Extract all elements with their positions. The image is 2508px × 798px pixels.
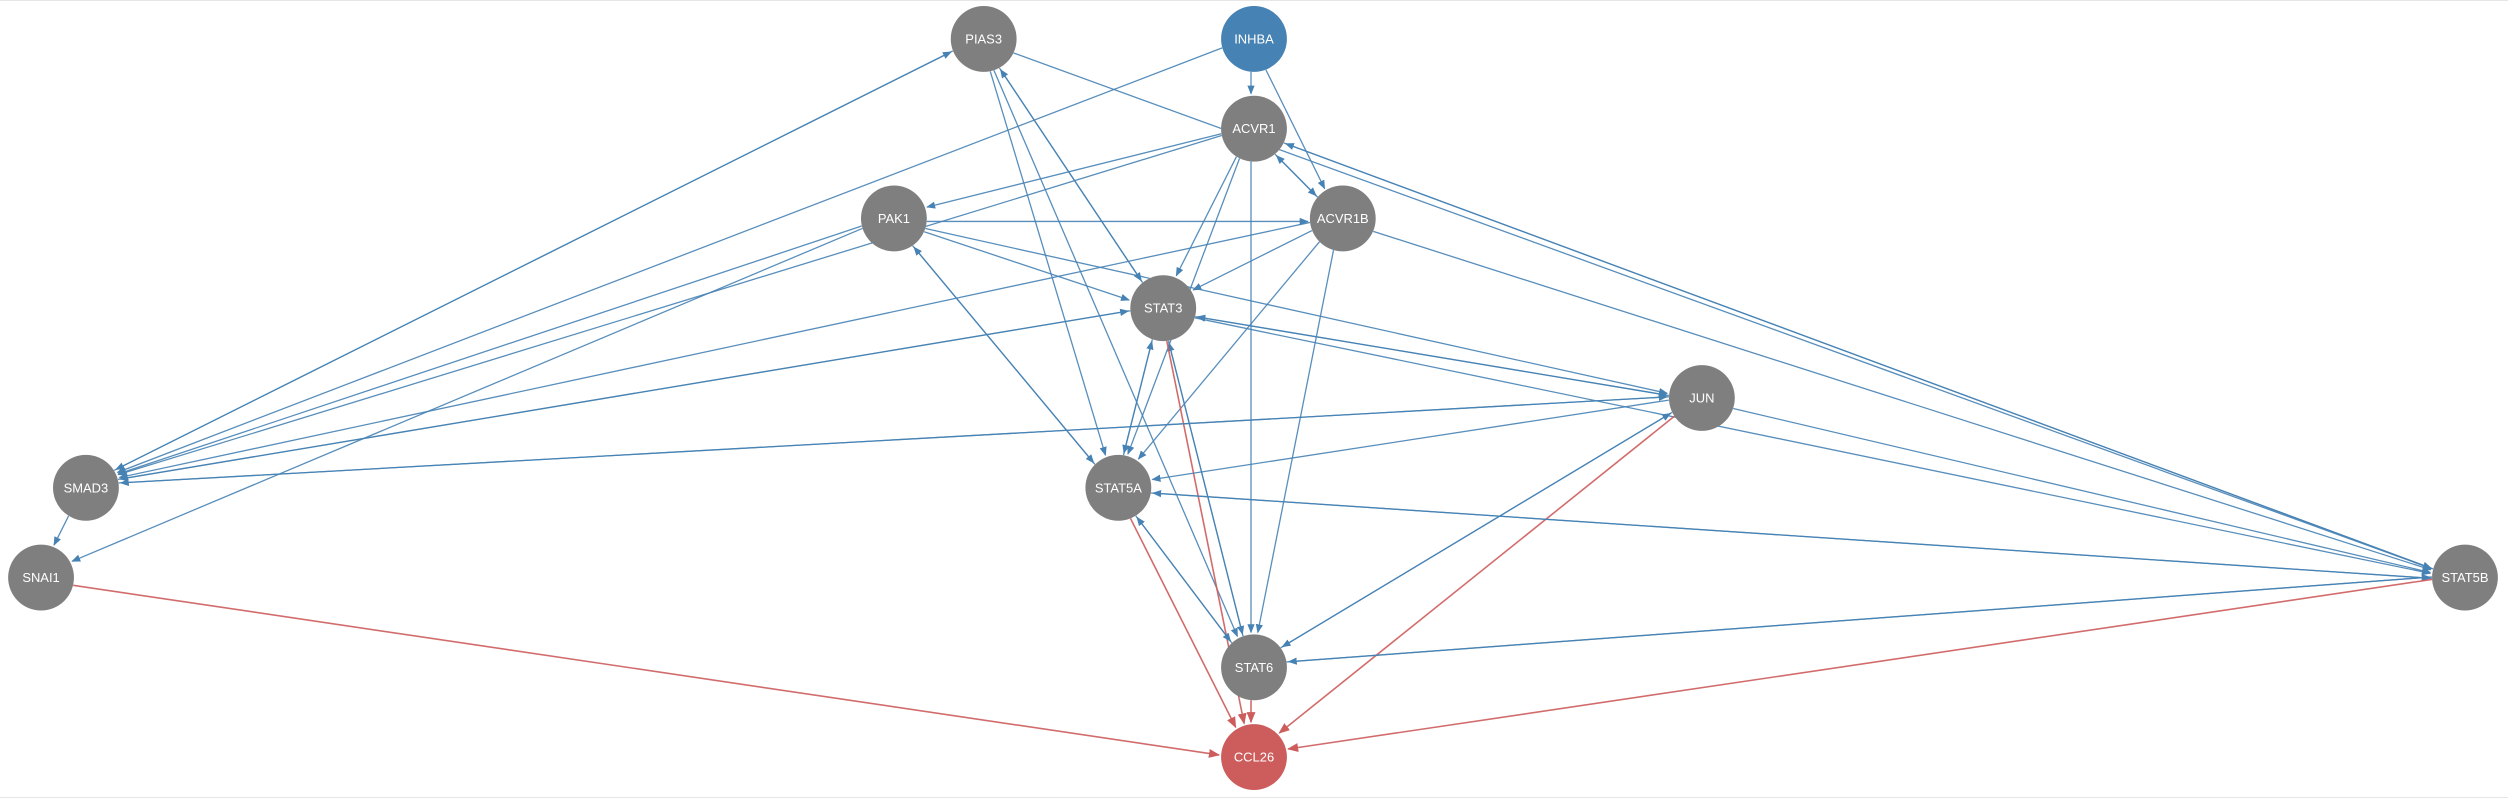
node-circle[interactable] — [53, 454, 119, 521]
node-label: PIAS3 — [965, 31, 1002, 46]
edge-stat5a-to-stat3 — [1122, 340, 1154, 456]
edge-layer — [53, 47, 2434, 758]
node-acvr1[interactable]: ACVR1 — [1221, 95, 1287, 162]
edge-smad3-to-pias3 — [113, 51, 952, 472]
edge-jun-to-stat5b — [1733, 407, 2432, 575]
node-jun[interactable]: JUN — [1668, 365, 1735, 431]
node-circle[interactable] — [1221, 634, 1287, 701]
node-label: STAT6 — [1235, 660, 1273, 675]
edge-jun-to-stat3 — [1196, 314, 1670, 397]
edge-inhba-to-acvr1b — [1265, 69, 1326, 190]
edge-pak1-to-stat3 — [924, 231, 1130, 301]
node-smad3[interactable]: SMAD3 — [53, 454, 119, 521]
edge-stat5a-to-pak1 — [913, 246, 1096, 465]
node-label: ACVR1B — [1317, 211, 1369, 226]
edge-stat6-to-stat5a — [1136, 516, 1233, 644]
node-circle[interactable] — [1309, 185, 1376, 252]
node-circle[interactable] — [1221, 5, 1287, 72]
node-circle[interactable] — [950, 5, 1017, 72]
node-circle[interactable] — [1221, 724, 1287, 791]
node-snai1[interactable]: SNAI1 — [8, 544, 74, 611]
node-circle[interactable] — [1130, 275, 1197, 342]
edge-smad3-to-stat3 — [117, 308, 1130, 481]
node-inhba[interactable]: INHBA — [1221, 5, 1287, 72]
node-pias3[interactable]: PIAS3 — [950, 5, 1017, 72]
node-label: ACVR1 — [1232, 121, 1275, 136]
node-circle[interactable] — [8, 544, 74, 611]
edge-jun-to-stat5a — [1151, 399, 1669, 482]
edge-acvr1b-to-smad3 — [118, 221, 1311, 480]
node-circle[interactable] — [1221, 95, 1287, 162]
edge-pias3-to-stat6 — [993, 70, 1239, 638]
edge-pak1-to-smad3 — [117, 225, 862, 475]
edge-stat6-to-jun — [1280, 412, 1672, 649]
edge-pak1-to-jun — [925, 227, 1669, 396]
node-circle[interactable] — [1085, 454, 1152, 521]
node-label: CCL26 — [1234, 750, 1274, 765]
edge-acvr1b-to-stat5b — [1373, 230, 2432, 571]
edge-acvr1b-to-stat6 — [1255, 250, 1335, 634]
node-stat5b[interactable]: STAT5B — [2432, 544, 2498, 611]
edge-stat5b-to-acvr1 — [1284, 143, 2434, 570]
edge-stat5a-to-ccl26 — [1129, 518, 1237, 729]
edge-stat3-to-pias3 — [999, 68, 1144, 283]
node-label: STAT5A — [1095, 480, 1142, 495]
node-circle[interactable] — [2432, 544, 2498, 611]
edge-acvr1b-to-stat5a — [1137, 241, 1320, 460]
node-label: STAT5B — [2441, 570, 2488, 585]
node-label: INHBA — [1234, 31, 1274, 46]
edge-acvr1b-to-acvr1 — [1275, 154, 1319, 198]
edge-pak1-to-snai1 — [71, 227, 863, 562]
node-stat5a[interactable]: STAT5A — [1085, 454, 1152, 521]
edge-inhba-to-smad3 — [116, 47, 1223, 474]
node-label: JUN — [1689, 391, 1714, 406]
edge-pias3-to-stat5a — [989, 71, 1107, 457]
edge-acvr1-to-smad3 — [117, 134, 1222, 476]
node-label: SMAD3 — [64, 480, 109, 495]
node-circle[interactable] — [860, 185, 927, 252]
node-stat6[interactable]: STAT6 — [1221, 634, 1287, 701]
edge-stat5b-to-stat5a — [1152, 489, 2432, 579]
edge-stat6-to-stat3 — [1167, 341, 1244, 637]
edge-acvr1-to-pak1 — [926, 133, 1222, 209]
edge-acvr1-to-stat3 — [1175, 156, 1238, 277]
node-circle[interactable] — [1668, 365, 1735, 431]
edge-jun-to-ccl26 — [1278, 415, 1675, 734]
node-label: PAK1 — [878, 211, 910, 226]
node-label: SNAI1 — [22, 570, 59, 585]
edge-stat5b-to-ccl26 — [1287, 578, 2433, 752]
node-label: STAT3 — [1144, 301, 1182, 316]
edge-smad3-to-jun — [118, 393, 1668, 484]
node-stat3[interactable]: STAT3 — [1130, 275, 1197, 342]
edge-snai1-to-ccl26 — [73, 584, 1221, 758]
edge-stat6-to-stat5b — [1286, 574, 2431, 663]
edge-smad3-to-snai1 — [53, 515, 70, 546]
edge-acvr1b-to-stat3 — [1192, 229, 1313, 291]
node-acvr1b[interactable]: ACVR1B — [1309, 185, 1376, 252]
node-pak1[interactable]: PAK1 — [860, 185, 927, 252]
node-ccl26[interactable]: CCL26 — [1221, 724, 1287, 791]
edge-stat3-to-stat5b — [1194, 317, 2432, 576]
